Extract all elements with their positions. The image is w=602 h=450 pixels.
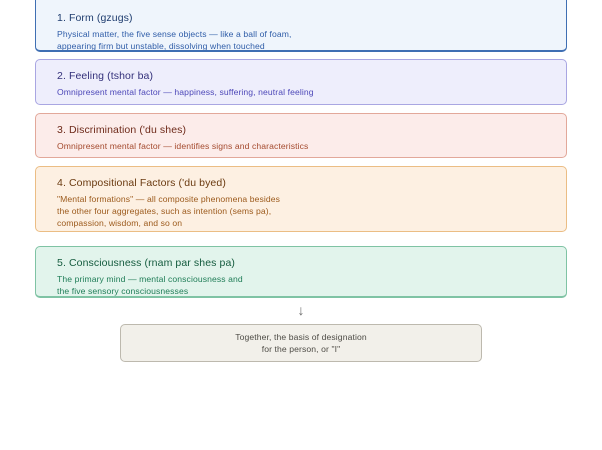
summary-line-2: for the person, or "I" bbox=[261, 344, 341, 354]
aggregate-title: 2. Feeling (tshor ba) bbox=[57, 70, 154, 82]
aggregate-title: 4. Compositional Factors ('du byed) bbox=[57, 177, 226, 189]
aggregate-description: Physical matter, the five sense objects … bbox=[57, 29, 292, 51]
summary-line-1: Together, the basis of designation bbox=[235, 332, 367, 342]
aggregate-title: 1. Form (gzugs) bbox=[57, 12, 133, 24]
aggregate-card-consciousness: 5. Consciousness (rnam par shes pa) The … bbox=[35, 246, 567, 298]
aggregate-card-form: 1. Form (gzugs) Physical matter, the fiv… bbox=[35, 0, 567, 52]
aggregate-description: "Mental formations" — all composite phen… bbox=[57, 194, 281, 228]
aggregate-card-compositional-factors: 4. Compositional Factors ('du byed) "Men… bbox=[35, 166, 567, 232]
aggregate-description: The primary mind — mental consciousness … bbox=[57, 274, 243, 296]
summary-box: Together, the basis of designation for t… bbox=[120, 324, 482, 362]
aggregate-title: 3. Discrimination ('du shes) bbox=[57, 124, 187, 136]
aggregate-title: 5. Consciousness (rnam par shes pa) bbox=[57, 257, 235, 269]
aggregate-card-discrimination: 3. Discrimination ('du shes) Omnipresent… bbox=[35, 113, 567, 158]
down-arrow-icon: ↓ bbox=[297, 302, 305, 318]
aggregate-description: Omnipresent mental factor — identifies s… bbox=[57, 141, 309, 151]
aggregate-card-feeling: 2. Feeling (tshor ba) Omnipresent mental… bbox=[35, 59, 567, 105]
aggregate-description: Omnipresent mental factor — happiness, s… bbox=[57, 87, 314, 97]
